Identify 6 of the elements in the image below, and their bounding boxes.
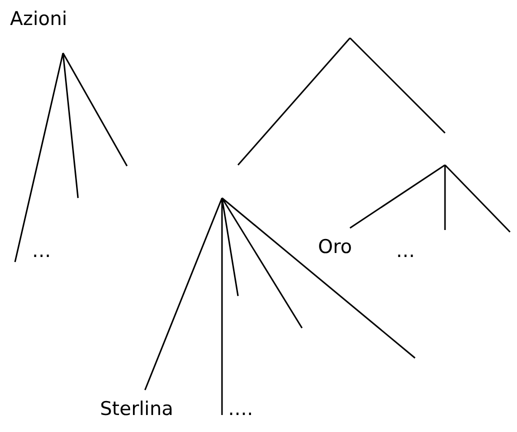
tree-label: … [32, 240, 51, 262]
tree-label: … [396, 240, 415, 262]
tree-label: Azioni [10, 8, 68, 30]
tree-label: …. [228, 398, 254, 420]
tree-label: Sterlina [100, 398, 174, 420]
tree-label: Oro [318, 236, 352, 258]
